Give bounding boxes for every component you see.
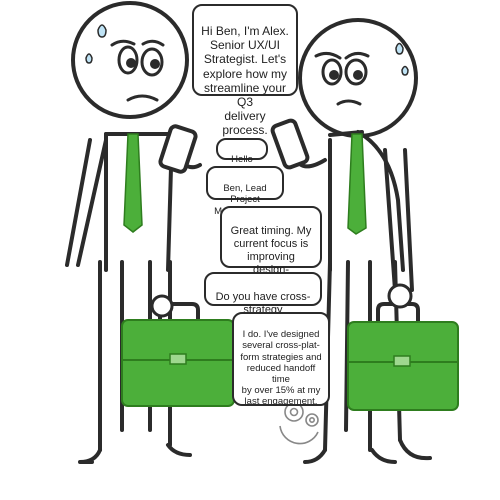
left-briefcase [121,302,235,407]
speech-bubble-alex-focus: Great timing. My current focus is improv… [220,206,322,289]
sweat-drop-icon [401,65,409,76]
left-phone [158,124,198,174]
speech-bubble-ben-hello: Hello Alex. [216,138,268,176]
speech-bubble-alex-intro: Hi Ben, I'm Alex. Senior UX/UI Strategis… [192,4,298,137]
speech-bubble-ben-question: Do you have cross- strategy experience? [204,272,322,329]
right-phone [270,118,310,170]
left-tie [123,133,143,233]
speech-bubble-ben-intro: Ben, Lead Project Manager here. [206,166,284,217]
sweat-drop-icon [85,53,93,64]
right-briefcase [347,302,459,411]
dialogue-text: I do. I've designed several cross-plat- … [240,329,322,408]
dialogue-text: Hi Ben, I'm Alex. Senior UX/UI Strategis… [201,24,289,138]
sweat-drop-icon [97,24,107,38]
sweat-drop-icon [395,42,404,55]
speech-bubble-alex-answer: I do. I've designed several cross-plat- … [232,312,330,408]
right-tie [347,133,367,235]
